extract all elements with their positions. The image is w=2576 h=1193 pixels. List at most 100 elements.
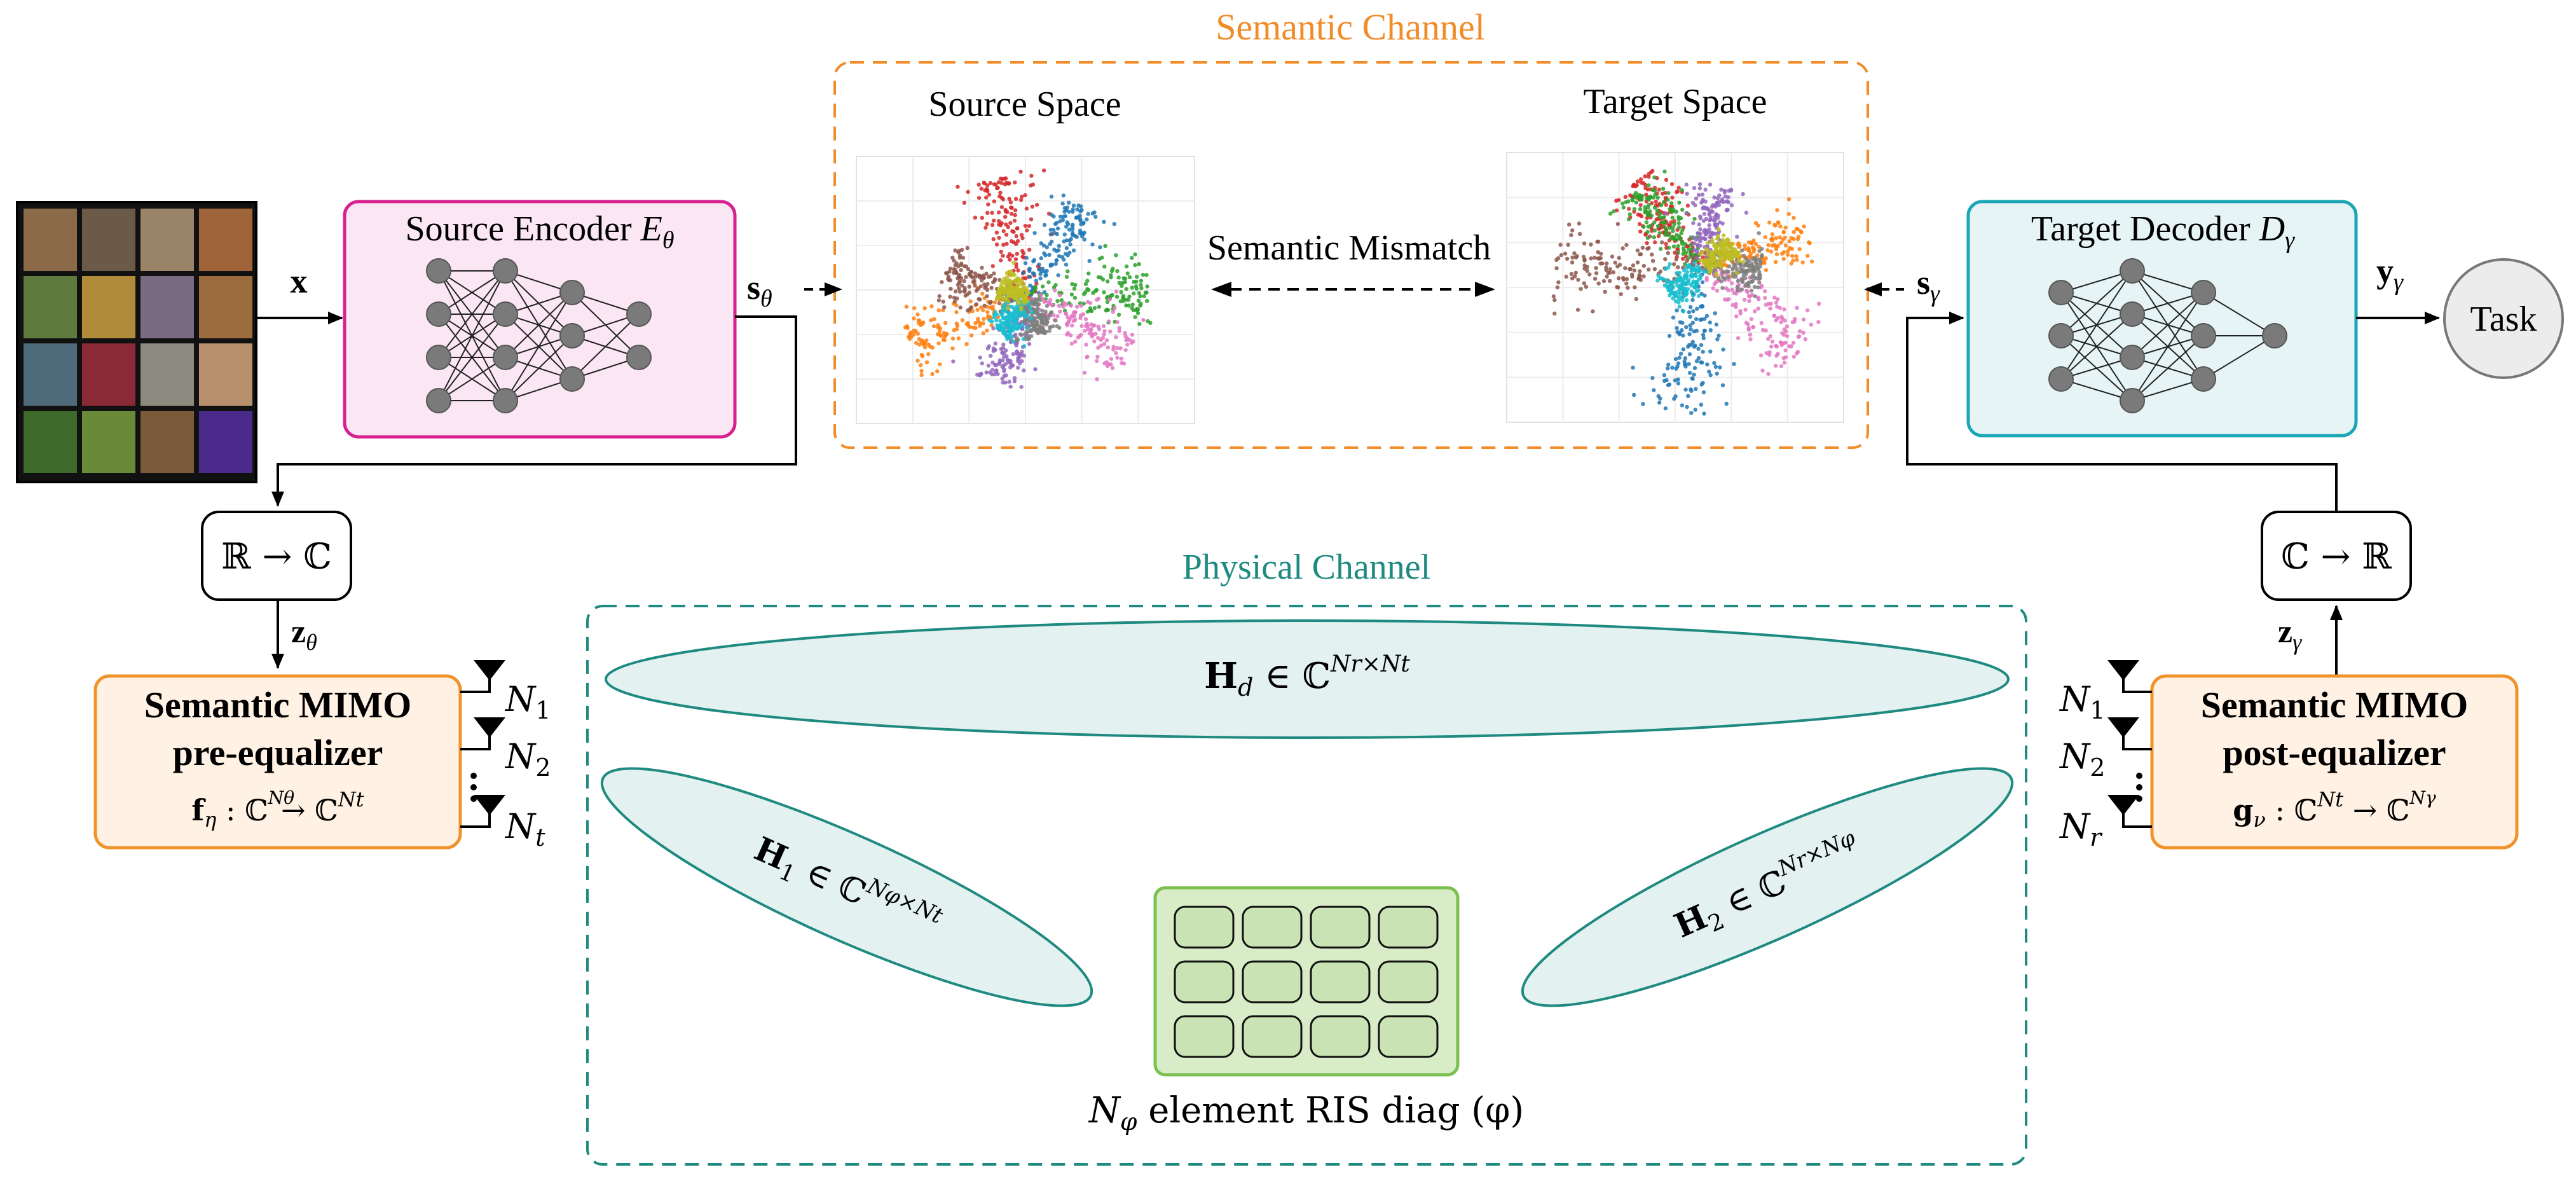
target-space-plot	[1506, 152, 1844, 423]
input-image-thumbnail	[140, 209, 194, 271]
source-space-plot	[856, 156, 1195, 424]
physical-channel-title: Physical Channel	[1182, 548, 1430, 587]
input-image-thumbnail	[82, 276, 135, 338]
neuron-node	[426, 388, 451, 413]
ris-element	[1174, 906, 1235, 949]
input-image-thumbnail	[24, 276, 77, 338]
tx-antenna-n1: N1	[504, 679, 551, 724]
input-image-thumbnail	[82, 343, 135, 406]
target-decoder-label: Target Decoder Dγ	[2031, 209, 2295, 254]
input-image-thumbnail	[24, 411, 77, 473]
input-image-thumbnail	[82, 209, 135, 271]
ris-element	[1378, 906, 1439, 949]
input-image-thumbnail	[140, 343, 194, 406]
neuron-node	[559, 280, 585, 305]
complex-to-real-box	[2261, 511, 2412, 601]
ris-panel	[1153, 886, 1460, 1077]
rx-antenna-n1: N1	[2059, 679, 2105, 724]
ris-element	[1378, 960, 1439, 1003]
tx-antenna-nt: Nt	[504, 806, 545, 852]
rx-antenna-nr: Nr	[2059, 806, 2103, 852]
input-image-thumbnail	[140, 276, 194, 338]
pre-equalizer-formula: fη : ℂNθ → ℂNt	[191, 787, 364, 832]
tx-antenna-n2: N2	[504, 736, 551, 782]
pre-equalizer-line2: pre-equalizer	[173, 732, 383, 773]
neuron-node	[2120, 345, 2145, 370]
rx-antenna-array	[2107, 660, 2152, 828]
neuron-node	[426, 301, 451, 327]
signal-y-gamma: yγ	[2376, 252, 2404, 296]
rx-antenna-n2: N2	[2059, 736, 2105, 782]
post-equalizer-line1: Semantic MIMO	[2201, 684, 2468, 726]
neuron-node	[426, 345, 451, 370]
complex-to-real-label: ℂ → ℝ	[2281, 536, 2392, 577]
direct-channel-ellipse	[605, 619, 2010, 739]
neuron-node	[493, 345, 518, 370]
post-equalizer-line2: post-equalizer	[2223, 732, 2446, 773]
task-node	[2443, 258, 2564, 379]
signal-z-gamma: zγ	[2278, 614, 2302, 655]
ris-element	[1378, 1015, 1439, 1058]
semantic-mismatch-arrow	[1211, 282, 1495, 297]
neuron-node	[493, 388, 518, 413]
signal-z-theta: zθ	[291, 614, 317, 655]
input-image-thumbnail	[199, 411, 252, 473]
ris-element	[1242, 960, 1303, 1003]
ris-element	[1242, 1015, 1303, 1058]
neuron-node	[2120, 388, 2145, 413]
direct-channel-label: Hd ∈ ℂNr×Nt	[1204, 651, 1410, 701]
neuron-node	[2262, 323, 2287, 348]
semantic-channel-box	[833, 61, 1869, 449]
neuron-node	[2120, 258, 2145, 284]
source-encoder-label: Source Encoder Eθ	[406, 209, 675, 254]
input-image-thumbnail	[24, 209, 77, 271]
neuron-node	[2048, 280, 2074, 305]
ris-element	[1310, 1015, 1371, 1058]
ris-rx-channel-ellipse	[1521, 767, 2014, 1007]
target-space-label: Target Space	[1584, 82, 1767, 121]
input-image-thumbnail	[199, 209, 252, 271]
neuron-node	[493, 301, 518, 327]
task-label: Task	[2470, 300, 2537, 339]
source-space-label: Source Space	[928, 85, 1121, 124]
semantic-channel-title: Semantic Channel	[1216, 6, 1485, 48]
neuron-node	[626, 301, 652, 327]
semantic-mismatch-label: Semantic Mismatch	[1207, 228, 1491, 268]
input-image-grid	[16, 201, 257, 483]
real-to-complex-label: ℝ → ℂ	[221, 536, 332, 577]
signal-x: x	[291, 262, 308, 300]
post-equalizer-box	[2150, 674, 2519, 850]
ris-element	[1310, 960, 1371, 1003]
ris-label: Nφ element RIS diag (φ)	[1088, 1090, 1524, 1136]
neuron-node	[2120, 301, 2145, 327]
neuron-node	[2191, 366, 2216, 392]
decoder-neural-network-icon	[2048, 258, 2287, 413]
post-equalizer-formula: gν : ℂNt → ℂNγ	[2233, 787, 2436, 832]
signal-s-gamma: sγ	[1917, 263, 1940, 307]
ris-element	[1174, 1015, 1235, 1058]
neuron-node	[2048, 366, 2074, 392]
neuron-node	[2191, 323, 2216, 348]
neuron-node	[2048, 323, 2074, 348]
signal-s-theta: sθ	[747, 268, 772, 312]
ris-element	[1310, 906, 1371, 949]
ris-element	[1174, 960, 1235, 1003]
pre-equalizer-line1: Semantic MIMO	[144, 684, 411, 726]
pre-equalizer-box	[93, 674, 462, 850]
neuron-node	[626, 345, 652, 370]
physical-channel-box	[586, 605, 2027, 1166]
input-image-thumbnail	[199, 343, 252, 406]
tx-ris-channel-ellipse	[600, 767, 1093, 1007]
neuron-node	[426, 258, 451, 284]
input-image-thumbnail	[82, 411, 135, 473]
neuron-node	[559, 366, 585, 392]
input-image-thumbnail	[24, 343, 77, 406]
input-image-thumbnail	[199, 276, 252, 338]
neuron-node	[2191, 280, 2216, 305]
input-image-thumbnail	[140, 411, 194, 473]
neuron-node	[559, 323, 585, 348]
neuron-node	[493, 258, 518, 284]
encoder-neural-network-icon	[426, 258, 652, 413]
ris-element	[1242, 906, 1303, 949]
